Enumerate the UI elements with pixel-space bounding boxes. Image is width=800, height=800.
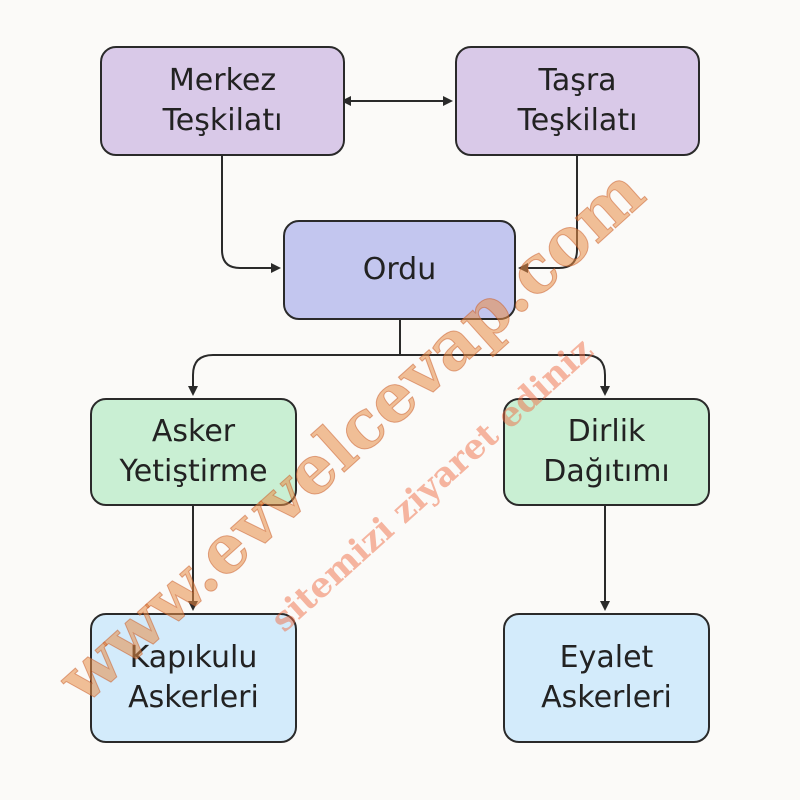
node-label-line2: Dağıtımı: [543, 454, 670, 489]
edge-ordu-asker: [188, 320, 401, 396]
node-eyalet-askerleri: Eyalet Askerleri: [503, 613, 710, 743]
node-label-line1: Taşra: [538, 63, 617, 98]
node-dirlik-dagitimi: Dirlik Dağıtımı: [503, 398, 710, 506]
node-label-line1: Kapıkulu: [129, 640, 258, 675]
edge-ordu-dirlik: [400, 354, 610, 396]
node-label-line1: Eyalet: [559, 640, 654, 675]
node-asker-yetistirme: Asker Yetiştirme: [90, 398, 297, 506]
edge-tasra-ordu: [518, 156, 578, 273]
node-label-line1: Asker: [151, 414, 236, 449]
edge-merkez-ordu: [221, 156, 281, 273]
node-label-line1: Ordu: [362, 252, 437, 287]
node-label-line1: Dirlik: [567, 414, 646, 449]
node-label-line2: Askerleri: [541, 680, 672, 715]
node-label-line2: Yetiştirme: [119, 454, 268, 489]
node-kapikulu-askerleri: Kapıkulu Askerleri: [90, 613, 297, 743]
node-tasra-teskilati: Taşra Teşkilatı: [455, 46, 700, 156]
node-label-line2: Teşkilatı: [162, 103, 283, 138]
node-label-line2: Teşkilatı: [517, 103, 638, 138]
node-label-line1: Merkez: [168, 63, 277, 98]
node-label-line2: Askerleri: [128, 680, 259, 715]
node-merkez-teskilati: Merkez Teşkilatı: [100, 46, 345, 156]
node-ordu: Ordu: [283, 220, 516, 320]
